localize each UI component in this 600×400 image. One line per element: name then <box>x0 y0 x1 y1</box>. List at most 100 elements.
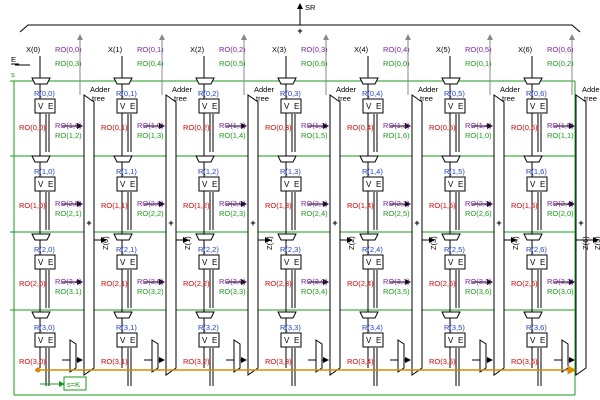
v-letter: V <box>202 336 208 345</box>
ro-route-label: RO(3,2) <box>137 287 164 296</box>
orange-bus-dot <box>35 367 41 373</box>
se-compare-label: s=K <box>67 380 80 389</box>
ve-cell <box>280 254 302 270</box>
z-output-label: Z(4) <box>511 236 520 250</box>
ve-cell <box>526 176 548 192</box>
ve-cell <box>116 254 138 270</box>
ro-output-label: RO(2,2) <box>183 279 210 288</box>
ro-route-label: RO(2,0) <box>219 199 246 208</box>
r-register-label: R(2,2) <box>198 245 219 254</box>
adder-tree-block <box>575 94 587 376</box>
ro-route-label: RO(3,4) <box>301 287 328 296</box>
e-letter: E <box>212 336 217 345</box>
v-letter: V <box>366 180 372 189</box>
v-letter: V <box>120 336 126 345</box>
ro-output-label: RO(2,6) <box>511 279 538 288</box>
v-letter: V <box>448 336 454 345</box>
e-letter: E <box>376 102 381 111</box>
mux-shape <box>523 233 543 241</box>
mux-shape <box>31 311 51 319</box>
ro-output-label: RO(1,0) <box>19 201 46 210</box>
z-output-label: Z(0) <box>101 236 110 250</box>
ro-route-label: RO(2,5) <box>55 199 82 208</box>
e-letter: E <box>48 258 53 267</box>
ro-route-label: RO(1,6) <box>55 121 82 130</box>
tree-label: tree <box>338 94 351 103</box>
v-letter: V <box>530 102 536 111</box>
v-letter: V <box>284 336 290 345</box>
x-input-label: X(1) <box>108 45 123 54</box>
mux-shape <box>195 233 215 241</box>
adder-tree-block <box>165 94 177 376</box>
ve-cell <box>116 176 138 192</box>
v-letter: V <box>284 258 290 267</box>
ro-route-label: RO(3,1) <box>55 287 82 296</box>
ro-route-label: RO(1,2) <box>55 131 82 140</box>
e-letter: E <box>48 102 53 111</box>
e-letter: E <box>130 258 135 267</box>
z-output-label: Z(2) <box>347 236 356 250</box>
v-letter: V <box>202 258 208 267</box>
r-register-label: R(1,4) <box>362 167 383 176</box>
r-register-label: R(3,2) <box>198 323 219 332</box>
r-register-label: R(3,0) <box>34 323 55 332</box>
ro-route-label: RO(3,5) <box>137 277 164 286</box>
mux-shape <box>359 77 379 85</box>
mux-shape <box>113 311 133 319</box>
ro-route-label: RO(2,4) <box>301 209 328 218</box>
r-register-label: R(0,3) <box>280 89 301 98</box>
ro-output-label: RO(2,0) <box>19 279 46 288</box>
r-register-label: R(1,1) <box>116 167 137 176</box>
ro-route-label: RO(3,5) <box>383 287 410 296</box>
ro-output-label: RO(3,1) <box>101 357 128 366</box>
ro-output-label: RO(1,6) <box>511 201 538 210</box>
ro-output-label: RO(2,3) <box>265 279 292 288</box>
adder-plus: + <box>496 218 501 228</box>
v-letter: V <box>530 336 536 345</box>
r-register-label: R(0,2) <box>198 89 219 98</box>
x-input-label: X(6) <box>518 45 533 54</box>
mux-shape <box>523 77 543 85</box>
ro-top2-label: RO(0,3) <box>55 59 82 68</box>
tree-label: tree <box>420 94 433 103</box>
x-input-label: X(5) <box>436 45 451 54</box>
ve-cell <box>362 98 384 114</box>
ro-top-label: RO(0,1) <box>137 45 164 54</box>
e-letter: E <box>212 180 217 189</box>
v-letter: V <box>530 180 536 189</box>
r-register-label: R(3,4) <box>362 323 383 332</box>
ro-route-label: RO(1,6) <box>383 131 410 140</box>
ro-output-label: RO(0,6) <box>511 123 538 132</box>
r-register-label: R(3,3) <box>280 323 301 332</box>
ro-route-label: RO(2,5) <box>383 209 410 218</box>
mux-shape <box>441 233 461 241</box>
adder-tree-block <box>411 94 423 376</box>
accumulator-block <box>479 339 487 373</box>
ro-top-label: RO(0,2) <box>219 45 246 54</box>
ve-cell <box>444 332 466 348</box>
mux-shape <box>523 311 543 319</box>
ro-output-label: RO(0,4) <box>347 123 374 132</box>
r-register-label: R(0,1) <box>116 89 137 98</box>
ve-cell <box>444 176 466 192</box>
r-register-label: R(1,2) <box>198 167 219 176</box>
ro-top-label: RO(0,0) <box>55 45 82 54</box>
tree-label: tree <box>92 94 105 103</box>
ve-cell <box>280 98 302 114</box>
ve-cell <box>280 332 302 348</box>
e-letter: E <box>130 180 135 189</box>
ro-route-label: RO(1,3) <box>383 121 410 130</box>
adder-tree-block <box>83 94 95 376</box>
v-letter: V <box>284 102 290 111</box>
ro-output-label: RO(0,3) <box>265 123 292 132</box>
ro-route-label: RO(3,0) <box>547 287 574 296</box>
adder-label: Adder <box>582 85 600 94</box>
e-letter: E <box>212 258 217 267</box>
s-label: s <box>11 70 15 79</box>
adder-label: Adder <box>418 85 439 94</box>
ro-route-label: RO(1,5) <box>547 121 574 130</box>
ro-route-label: RO(2,1) <box>55 209 82 218</box>
sr-label: SR <box>305 3 316 12</box>
e-letter: E <box>376 336 381 345</box>
ro-route-label: RO(2,3) <box>219 209 246 218</box>
